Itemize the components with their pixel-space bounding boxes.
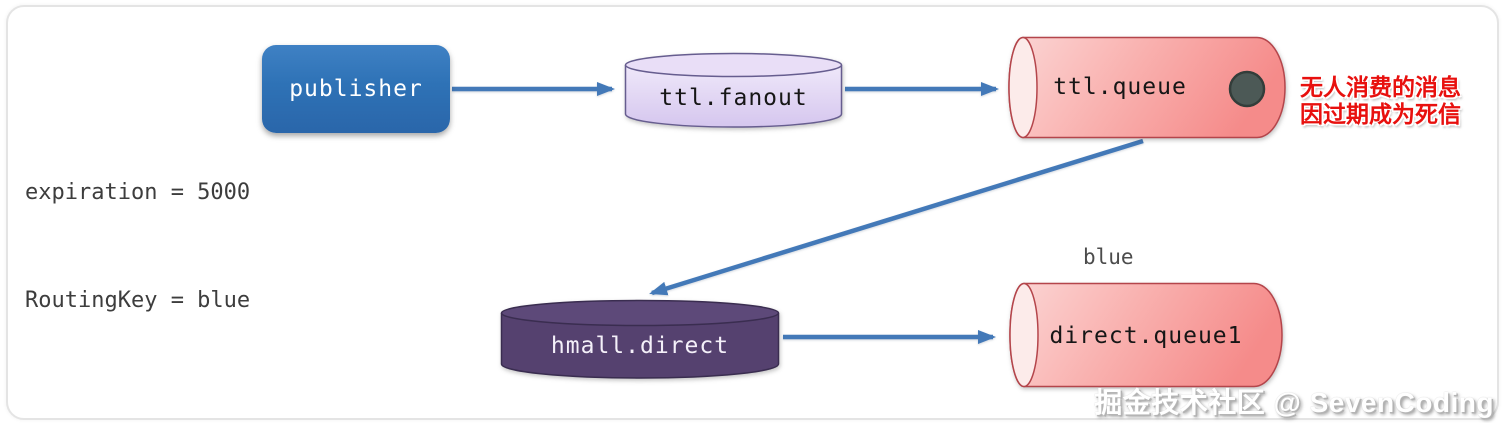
hmall-direct-label: hmall.direct (550, 333, 730, 359)
message-dot-icon (1228, 70, 1266, 108)
queue-cylinder-shape (1009, 282, 1283, 388)
expiration-label: expiration = 5000 (25, 180, 251, 205)
queue1-binding-key-label: blue (1083, 245, 1134, 269)
queue-cylinder-shape (1008, 36, 1286, 139)
publisher-label: publisher (289, 76, 423, 102)
dead-letter-note: 无人消费的消息 因过期成为死信 (1300, 74, 1461, 128)
ttl-fanout-label: ttl.fanout (659, 85, 808, 111)
routing-key-label: RoutingKey = blue (25, 288, 251, 313)
hmall-direct-exchange-node: hmall.direct (500, 299, 780, 380)
dead-letter-note-line2: 因过期成为死信 (1300, 101, 1461, 128)
dead-letter-note-line1: 无人消费的消息 (1300, 74, 1461, 101)
ttl-fanout-exchange-node: ttl.fanout (624, 52, 843, 129)
ttl-queue-node: ttl.queue (1007, 36, 1287, 139)
message-properties: expiration = 5000 RoutingKey = blue (25, 103, 250, 391)
exchange-cylinder-shape (500, 299, 780, 379)
watermark: 掘金技术社区 @ SevenCoding (1094, 387, 1494, 418)
publisher-node: publisher (262, 45, 450, 133)
direct-queue1-label: direct.queue1 (1049, 323, 1243, 349)
direct-queue1-node: direct.queue1 (1008, 282, 1284, 388)
exchange-cylinder-shape (624, 52, 843, 128)
ttl-queue-label: ttl.queue (1053, 74, 1187, 100)
